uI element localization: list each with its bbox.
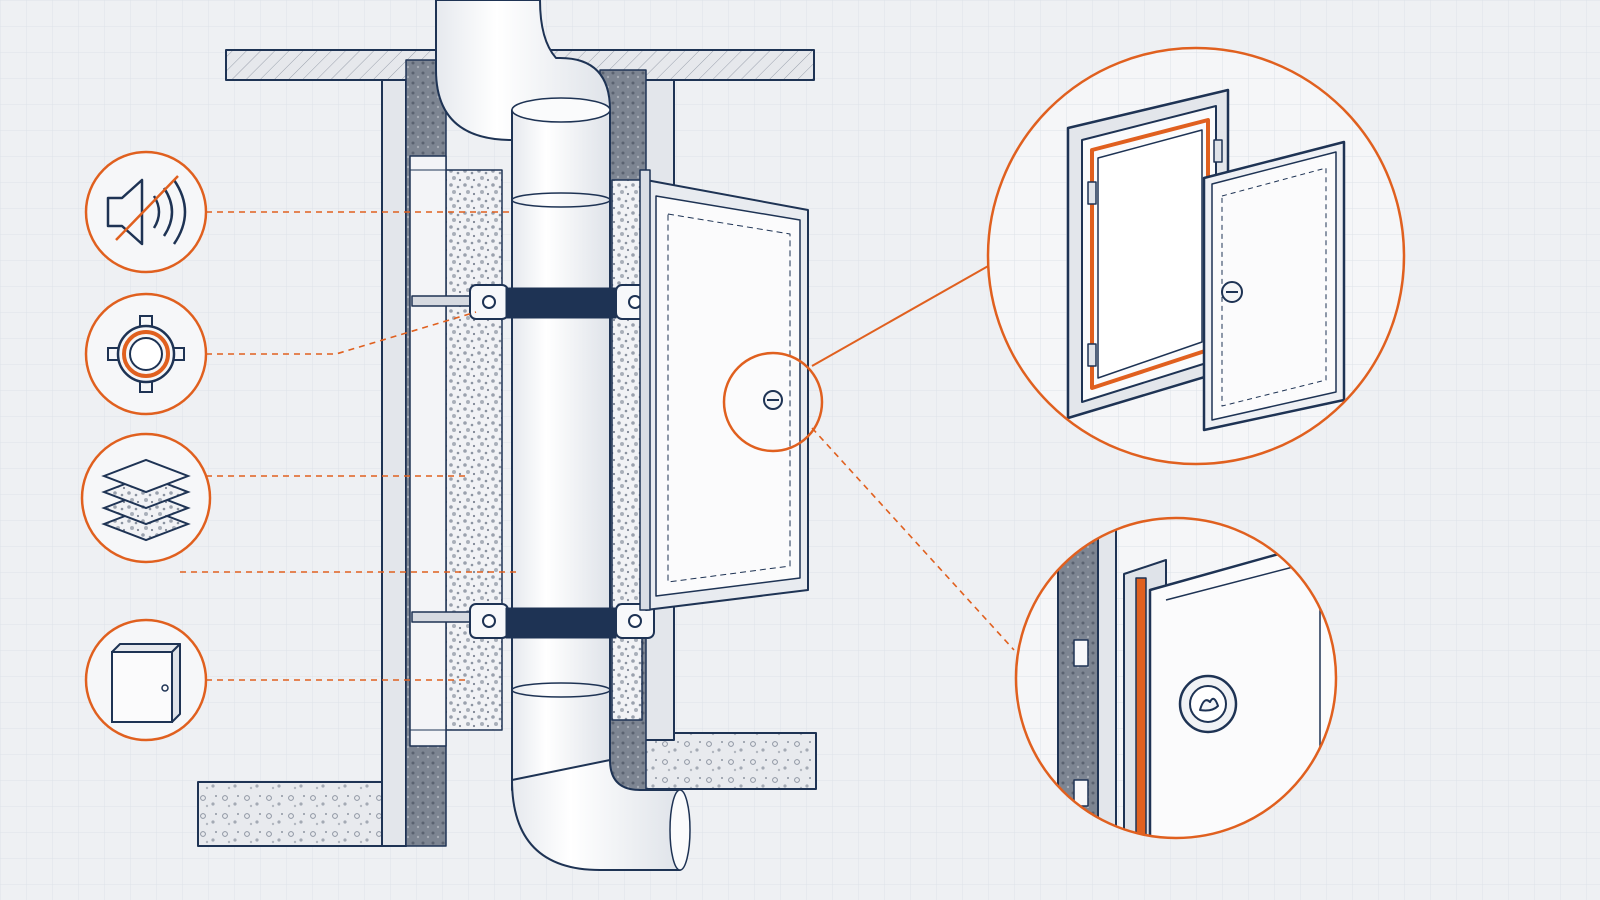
callout-lines: [180, 211, 1015, 681]
door-lock: [763, 390, 783, 410]
vertical-pipe: [511, 109, 611, 791]
open-access-panel-detail: [986, 46, 1406, 466]
seal-and-lock-detail: [1014, 516, 1338, 840]
sound-icon: [84, 150, 208, 274]
lock-highlight-ring: [722, 351, 824, 453]
pipe-shaft-section: [197, 0, 817, 871]
floor-slab-left: [197, 781, 407, 847]
shaft-wall-left: [381, 79, 407, 847]
insulation-layers-icon: [80, 432, 212, 564]
floor-slab-right: [619, 732, 817, 790]
access-door: [639, 169, 809, 611]
board-panel: [409, 155, 447, 747]
callout-line-detail-top: [811, 264, 991, 367]
pipe-clamp-lower: [411, 603, 655, 639]
pipe-elbow-bottom: [511, 759, 681, 871]
legend-icons: [80, 150, 212, 742]
pipe-seal-ring-icon: [84, 292, 208, 416]
mineral-wool-layer: [445, 169, 503, 731]
access-box-icon: [84, 618, 208, 742]
